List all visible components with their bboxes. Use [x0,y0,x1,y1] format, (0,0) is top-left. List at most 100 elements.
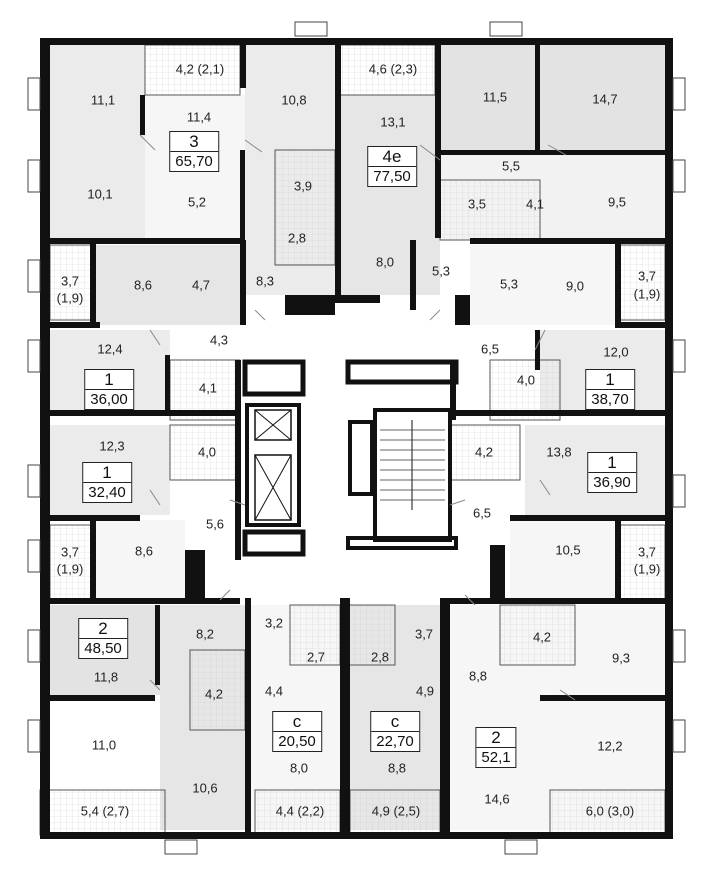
room-area: 13,8 [546,444,572,460]
apartment-rooms: с [390,712,400,731]
balcony-area: 5,4 (2,7) [80,803,130,819]
balcony-area: 4,6 (2,3) [368,61,418,77]
room-area: 4,1 [198,380,218,396]
apartment-area: 20,50 [273,731,321,751]
room-area: 9,0 [565,278,585,294]
room-area: 10,8 [281,92,307,108]
room-area: 13,1 [380,114,406,130]
room-area: 3,7 [414,626,434,642]
apartment-rooms: 1 [605,370,615,389]
apartment-rooms: с [292,712,302,731]
balcony-area: 3,7 [60,273,80,289]
room-area: 11,4 [186,109,212,125]
room-area: 8,0 [375,254,395,270]
balcony-area: 4,2 (2,1) [175,61,225,77]
apartment-badge: 1 36,90 [587,452,637,493]
apartment-rooms: 2 [98,619,108,638]
balcony-area: 4,9 (2,5) [371,803,421,819]
apartment-badge: 2 52,1 [475,727,517,768]
room-area: 4,4 [264,683,284,699]
balconies [39,44,666,836]
room-area: 8,3 [255,273,275,289]
balcony-area: (1,9) [56,290,84,306]
room-area: 2,8 [370,649,390,665]
apartment-area: 77,50 [368,166,416,186]
apartment-badge: 1 38,70 [585,369,635,410]
room-area: 10,6 [192,780,218,796]
balcony-area: (1,9) [633,561,661,577]
room-area: 8,6 [133,277,153,293]
room-area: 4,9 [415,683,435,699]
windows [27,21,686,855]
room-area: 3,2 [264,615,284,631]
room-area: 8,8 [468,668,488,684]
room-area: 4,2 [204,686,224,702]
room-area: 4,0 [197,444,217,460]
apartment-rooms: 1 [104,370,114,389]
apartment-area: 65,70 [170,151,218,171]
room-area: 5,6 [205,516,225,532]
room-area: 5,3 [431,263,451,279]
balcony-area: 3,7 [637,544,657,560]
apartment-area: 52,1 [476,747,516,767]
balcony-area: 3,7 [637,268,657,284]
room-area: 11,1 [90,92,116,108]
apartment-area: 38,70 [586,389,634,409]
stair-treads [380,429,445,501]
room-area: 12,3 [99,438,125,454]
room-area: 5,2 [187,194,207,210]
balcony-area: 3,7 [60,544,80,560]
room-area: 6,5 [472,505,492,521]
balcony-area: (1,9) [56,561,84,577]
doors [139,134,576,701]
balcony-area: 4,4 (2,2) [275,803,325,819]
room-fills [50,45,665,830]
room-area: 8,6 [134,543,154,559]
core [242,359,459,557]
apartment-area: 32,40 [83,482,131,502]
apartment-area: 36,00 [85,389,133,409]
room-area: 11,8 [93,669,119,685]
apartment-badge: 4е 77,50 [367,146,417,187]
room-area: 3,9 [293,178,313,194]
apartment-badge: 1 36,00 [84,369,134,410]
room-area: 4,2 [532,629,552,645]
room-area: 11,5 [482,89,508,105]
walls [40,38,673,839]
apartment-badge: 3 65,70 [169,131,219,172]
room-area: 12,2 [597,738,623,754]
room-area: 4,2 [474,444,494,460]
room-area: 10,5 [555,542,581,558]
room-area: 10,1 [87,186,113,202]
room-area: 8,0 [289,760,309,776]
apartment-area: 48,50 [79,638,127,658]
room-area: 8,2 [195,626,215,642]
room-area: 9,5 [607,194,627,210]
apartment-rooms: 1 [102,463,112,482]
room-area: 5,3 [499,276,519,292]
room-area: 14,7 [592,91,618,107]
balcony-area: (1,9) [633,286,661,302]
room-area: 11,0 [91,737,117,753]
room-area: 12,0 [603,344,629,360]
room-area: 4,3 [209,332,229,348]
room-area: 6,5 [480,341,500,357]
balcony-area: 6,0 (3,0) [585,803,635,819]
room-area: 9,3 [611,650,631,666]
apartment-area: 36,90 [588,472,636,492]
apartment-rooms: 3 [189,132,199,151]
apartment-badge: с 20,50 [272,711,322,752]
room-area: 8,8 [387,760,407,776]
room-area: 2,7 [306,649,326,665]
room-area: 12,4 [97,341,123,357]
apartment-area: 22,70 [371,731,419,751]
room-area: 14,6 [484,791,510,807]
apartment-rooms: 1 [607,453,617,472]
room-area: 4,0 [516,372,536,388]
room-area: 3,5 [467,196,487,212]
bathrooms [169,149,576,731]
room-area: 4,7 [191,277,211,293]
room-area: 4,1 [525,196,545,212]
